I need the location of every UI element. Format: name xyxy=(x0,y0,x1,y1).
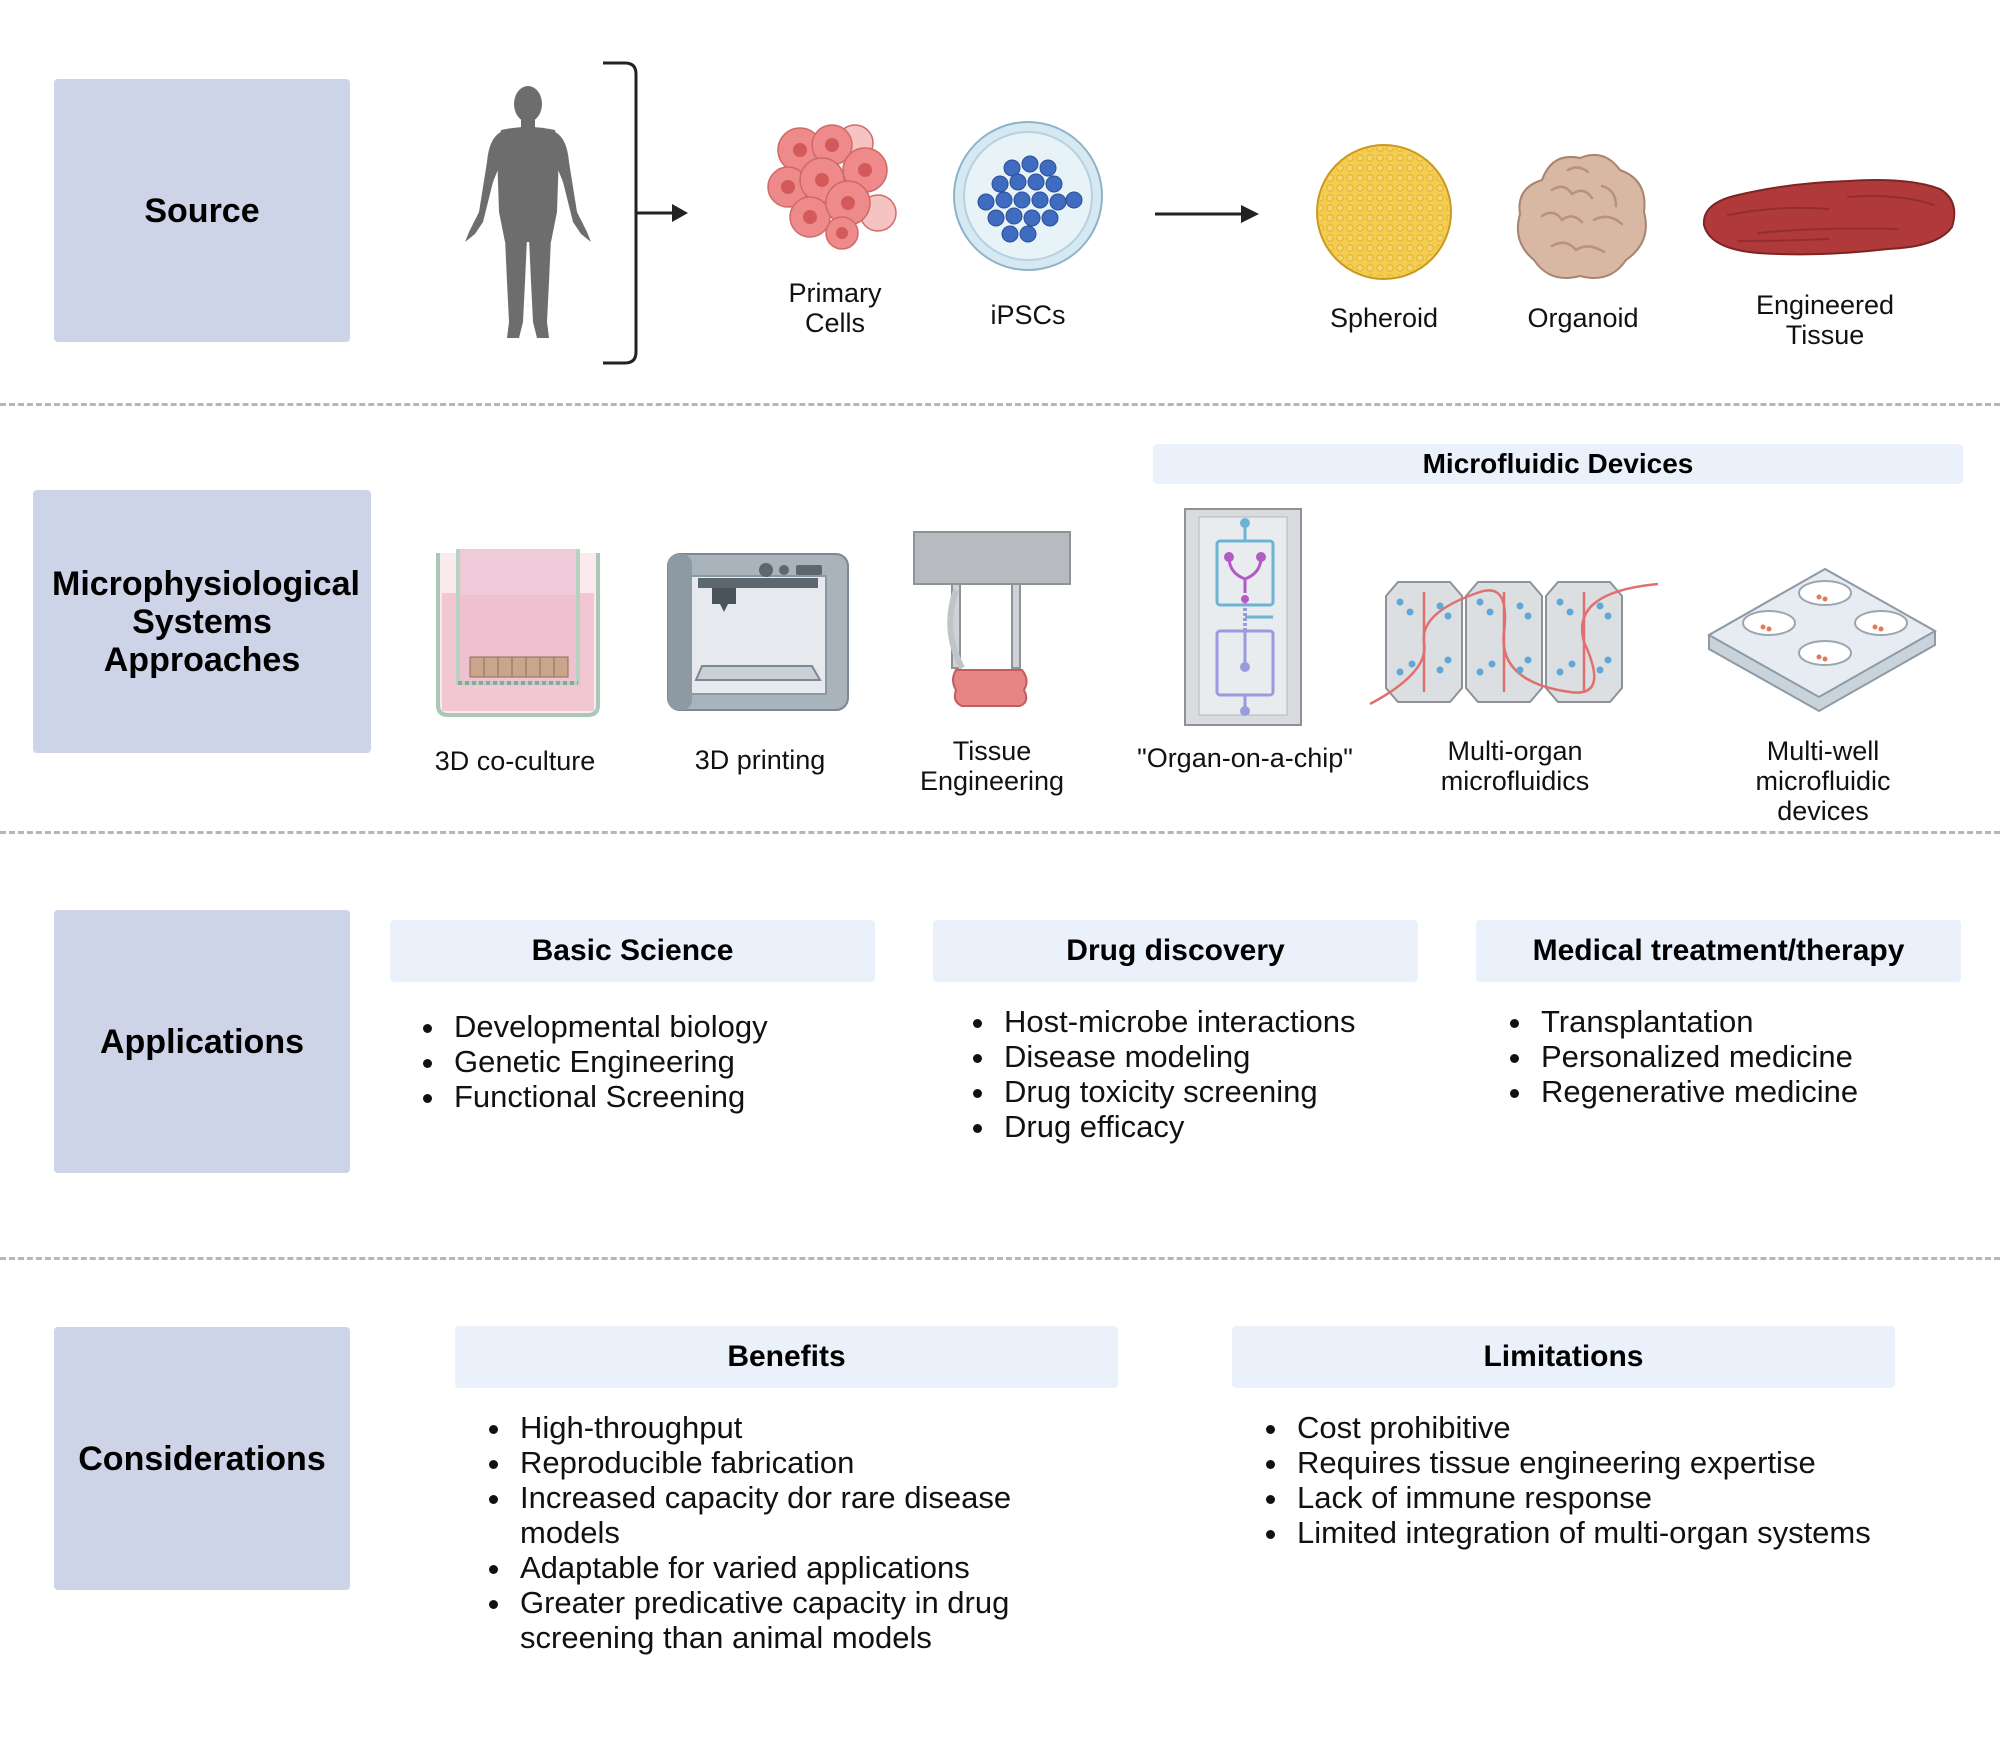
row-label-source: Source xyxy=(54,79,350,342)
row-label-applications: Applications xyxy=(54,910,350,1173)
list-item: Personalized medicine xyxy=(1535,1039,1975,1074)
separator-2 xyxy=(0,831,2000,834)
list-drug-discovery: Host-microbe interactionsDisease modelin… xyxy=(940,1004,1438,1144)
header-basic-science: Basic Science xyxy=(390,920,875,982)
primary-cells-icon xyxy=(767,124,897,250)
list-item: Reproducible fabrication xyxy=(514,1445,1084,1480)
row-label-considerations-text: Considerations xyxy=(78,1439,326,1478)
caption-multi-organ: Multi-organ microfluidics xyxy=(1400,736,1630,796)
caption-ipscs: iPSCs xyxy=(948,300,1108,330)
caption-engineered-tissue: Engineered Tissue xyxy=(1725,290,1925,350)
tissue-engineering-icon xyxy=(913,531,1071,707)
list-item: Host-microbe interactions xyxy=(998,1004,1438,1039)
caption-engineered-tissue-text: Engineered Tissue xyxy=(1755,290,1895,350)
caption-spheroid-text: Spheroid xyxy=(1329,303,1439,333)
caption-organoid-text: Organoid xyxy=(1527,303,1639,333)
row-label-applications-text: Applications xyxy=(99,1022,305,1061)
caption-multi-organ-text: Multi-organ microfluidics xyxy=(1440,736,1590,796)
list-item: Developmental biology xyxy=(448,1009,888,1044)
header-microfluidic-devices-text: Microfluidic Devices xyxy=(1422,448,1694,479)
spheroid-icon xyxy=(1316,144,1452,280)
list-item: Lack of immune response xyxy=(1291,1480,1991,1515)
list-item: Adaptable for varied applications xyxy=(514,1550,1084,1585)
caption-primary-cells-text: Primary Cells xyxy=(788,278,882,338)
separator-3 xyxy=(0,1257,2000,1260)
header-medical-treatment-text: Medical treatment/therapy xyxy=(1532,934,1905,967)
header-benefits-text: Benefits xyxy=(727,1340,846,1373)
list-medical-treatment: TransplantationPersonalized medicineRege… xyxy=(1477,1004,1975,1109)
list-item: Disease modeling xyxy=(998,1039,1438,1074)
header-limitations: Limitations xyxy=(1232,1326,1895,1388)
caption-tissue-engineering-text: Tissue Engineering xyxy=(919,736,1065,796)
caption-primary-cells: Primary Cells xyxy=(770,278,900,338)
list-basic-science: Developmental biologyGenetic Engineering… xyxy=(390,1009,888,1114)
caption-organ-on-chip: "Organ-on-a-chip" xyxy=(1130,743,1360,773)
caption-ipscs-text: iPSCs xyxy=(990,300,1066,330)
caption-spheroid: Spheroid xyxy=(1304,303,1464,333)
caption-multi-well-text: Multi-well microfluidic devices xyxy=(1755,736,1891,826)
header-drug-discovery-text: Drug discovery xyxy=(1066,934,1285,967)
list-item: Transplantation xyxy=(1535,1004,1975,1039)
caption-3d-printing-text: 3D printing xyxy=(694,745,826,775)
co-culture-icon xyxy=(436,549,600,717)
row-label-mps: Microphysiological Systems Approaches xyxy=(33,490,371,753)
header-benefits: Benefits xyxy=(455,1326,1118,1388)
header-medical-treatment: Medical treatment/therapy xyxy=(1476,920,1961,982)
caption-3d-co-culture-text: 3D co-culture xyxy=(434,746,596,776)
organ-on-chip-icon xyxy=(1184,508,1302,726)
bracket-icon xyxy=(603,61,688,365)
list-item: Increased capacity dor rare disease mode… xyxy=(514,1480,1084,1550)
list-item: Greater predicative capacity in drug scr… xyxy=(514,1585,1084,1655)
multi-organ-microfluidics-icon xyxy=(1369,581,1659,706)
list-item: Regenerative medicine xyxy=(1535,1074,1975,1109)
list-item: Functional Screening xyxy=(448,1079,888,1114)
list-item: Genetic Engineering xyxy=(448,1044,888,1079)
ipsc-dish-icon xyxy=(953,121,1103,271)
caption-multi-well: Multi-well microfluidic devices xyxy=(1712,736,1934,826)
human-figure-icon xyxy=(465,86,591,338)
header-microfluidic-devices: Microfluidic Devices xyxy=(1153,444,1963,484)
list-benefits: High-throughputReproducible fabricationI… xyxy=(456,1410,1084,1655)
organoid-icon xyxy=(1516,154,1647,279)
header-limitations-text: Limitations xyxy=(1483,1340,1644,1373)
engineered-tissue-icon xyxy=(1702,179,1956,256)
header-drug-discovery: Drug discovery xyxy=(933,920,1418,982)
caption-3d-co-culture: 3D co-culture xyxy=(420,746,610,776)
arrow-icon xyxy=(1155,205,1259,223)
list-item: Requires tissue engineering expertise xyxy=(1291,1445,1991,1480)
caption-organ-on-chip-text: "Organ-on-a-chip" xyxy=(1137,743,1353,773)
row-label-considerations: Considerations xyxy=(54,1327,350,1590)
list-item: Cost prohibitive xyxy=(1291,1410,1991,1445)
list-limitations: Cost prohibitiveRequires tissue engineer… xyxy=(1233,1410,1991,1550)
list-item: Drug toxicity screening xyxy=(998,1074,1438,1109)
list-item: High-throughput xyxy=(514,1410,1084,1445)
caption-3d-printing: 3D printing xyxy=(660,745,860,775)
separator-1 xyxy=(0,403,2000,406)
caption-tissue-engineering: Tissue Engineering xyxy=(887,736,1097,796)
3d-printer-icon xyxy=(667,553,849,711)
caption-organoid: Organoid xyxy=(1503,303,1663,333)
header-basic-science-text: Basic Science xyxy=(531,934,734,967)
list-item: Limited integration of multi-organ syste… xyxy=(1291,1515,1991,1550)
row-label-mps-text: Microphysiological Systems Approaches xyxy=(52,564,360,679)
list-item: Drug efficacy xyxy=(998,1109,1438,1144)
row-label-source-text: Source xyxy=(144,191,260,230)
multi-well-device-icon xyxy=(1706,567,1938,713)
